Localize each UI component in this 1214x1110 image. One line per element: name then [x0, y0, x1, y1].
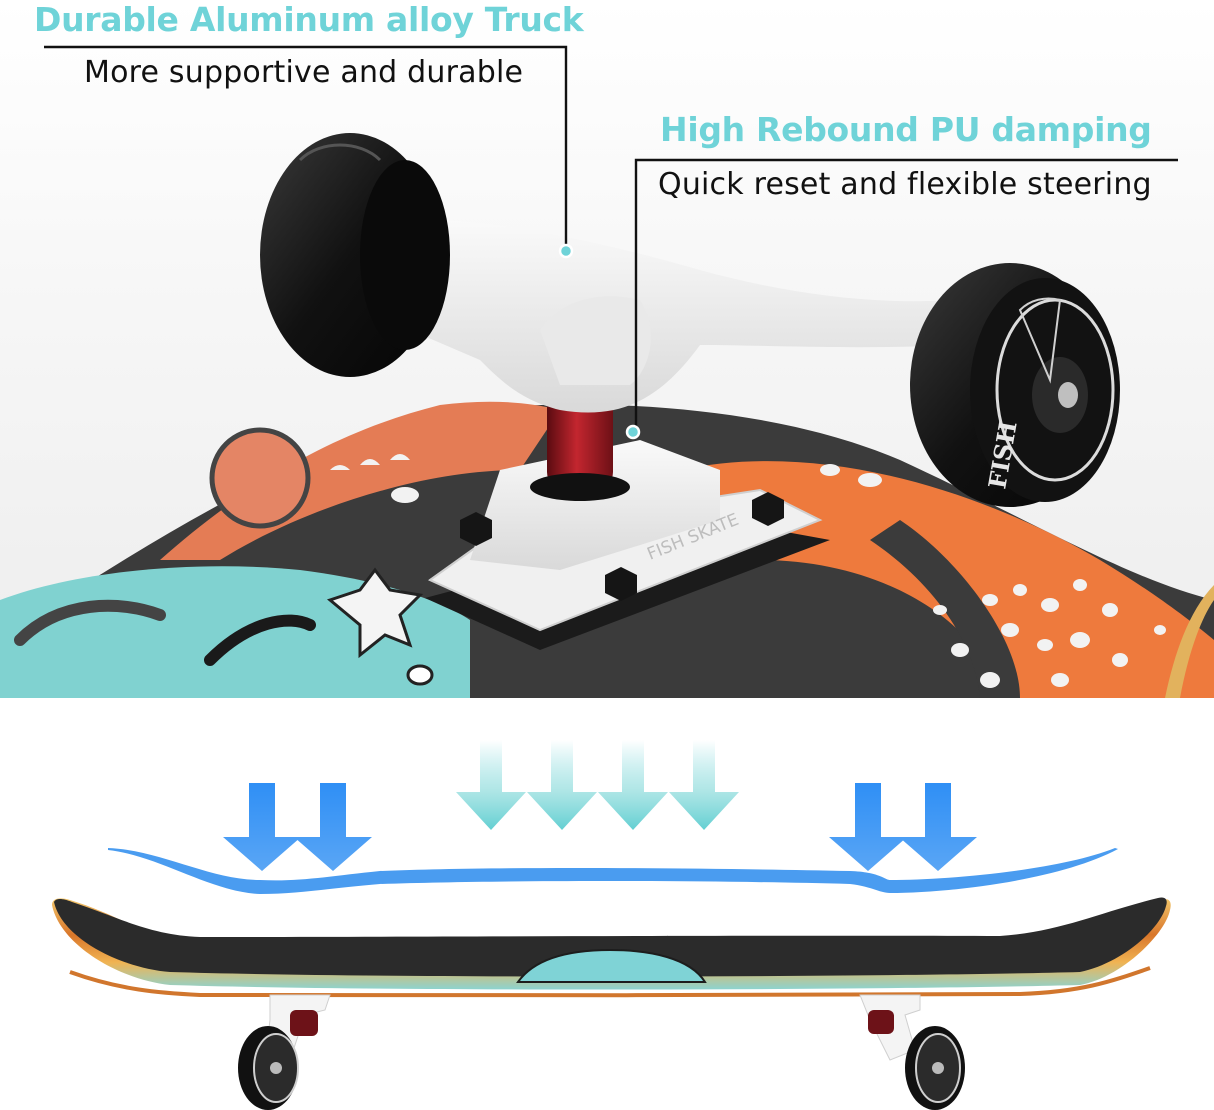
down-arrow-icon: [598, 740, 668, 830]
down-arrow-icon: [829, 783, 907, 871]
center-arrows: [456, 740, 739, 830]
right-arrows: [829, 783, 977, 871]
callout-line-truck: [44, 45, 568, 250]
bushing-callout-subtitle: Quick reset and flexible steering: [658, 167, 1152, 202]
truck-callout-subtitle: More supportive and durable: [84, 55, 524, 90]
down-arrow-icon: [294, 783, 372, 871]
deck-flex-illustration: [52, 740, 1171, 1110]
callout-line-bushing: [634, 158, 1178, 430]
skateboard-side-view: [52, 897, 1171, 1110]
flex-diagram: [0, 698, 1214, 1110]
truck-callout-title: Durable Aluminum alloy Truck: [34, 0, 584, 39]
truck-illustration: FISH SKATE FISH: [0, 45, 1214, 698]
down-arrow-icon: [223, 783, 301, 871]
callout-dot-truck: [558, 243, 574, 259]
flex-wave: [108, 848, 1118, 894]
down-arrow-icon: [527, 740, 597, 830]
callout-dot-bushing: [625, 424, 641, 440]
left-arrows: [223, 783, 372, 871]
truck-closeup-photo: FISH SKATE FISH: [0, 0, 1214, 698]
down-arrow-icon: [899, 783, 977, 871]
bushing-callout-title: High Rebound PU damping: [660, 110, 1152, 149]
down-arrow-icon: [456, 740, 526, 830]
down-arrow-icon: [669, 740, 739, 830]
